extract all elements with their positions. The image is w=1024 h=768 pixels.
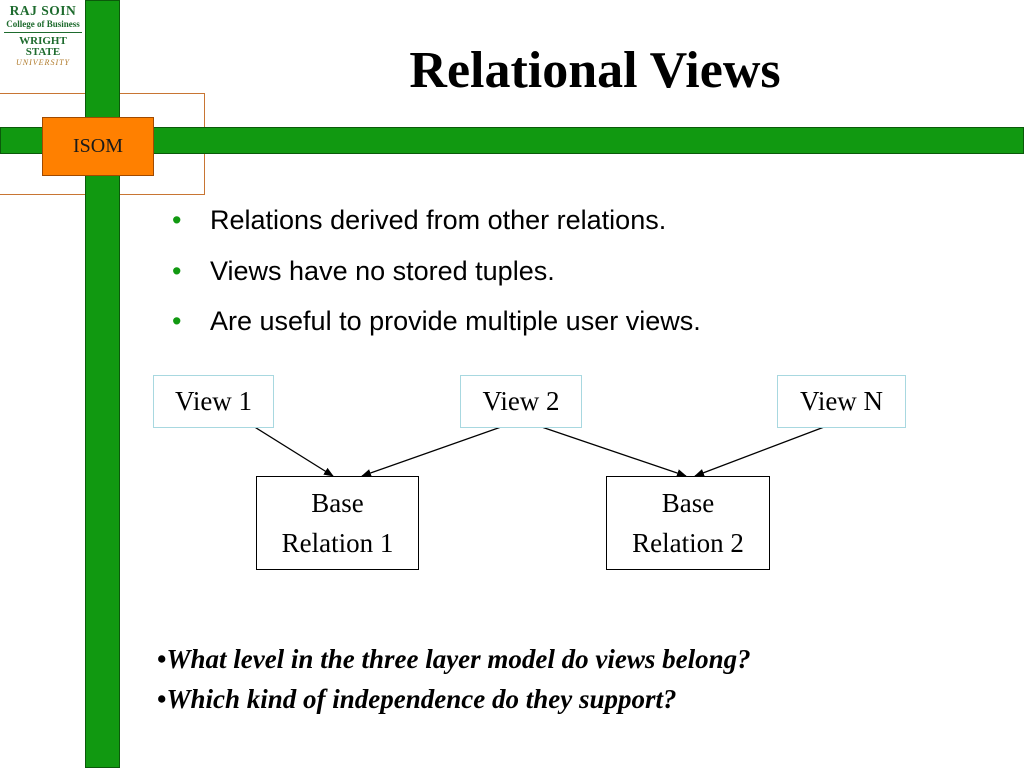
vertical-green-bar [85, 0, 120, 768]
arrow-view2-to-base1 [361, 420, 519, 477]
question-text: What level in the three layer model do v… [166, 644, 751, 674]
isom-badge: ISOM [42, 117, 154, 176]
base-relation-1-line2: Relation 1 [281, 528, 394, 558]
base-relation-2-box: Base Relation 2 [606, 476, 770, 570]
logo-raj-soin: RAJ SOIN [9, 3, 77, 18]
logo-college: College of Business [6, 18, 80, 29]
bullet-text: Views have no stored tuples. [210, 256, 555, 286]
bullet-text: Relations derived from other relations. [210, 205, 667, 235]
bullet-text: Are useful to provide multiple user view… [210, 306, 701, 336]
horizontal-green-bar [0, 127, 1024, 154]
question-text: Which kind of independence do they suppo… [166, 684, 677, 714]
slide-title: Relational Views [409, 42, 781, 99]
question-item: •Which kind of independence do they supp… [157, 684, 676, 715]
question-item: •What level in the three layer model do … [157, 644, 751, 675]
arrow-view2-to-base2 [523, 420, 687, 477]
question-marker: • [157, 644, 167, 674]
view-1-box: View 1 [153, 375, 274, 428]
question-marker: • [157, 684, 167, 714]
base-relation-1-box: Base Relation 1 [256, 476, 419, 570]
logo-university: UNIVERSITY [16, 57, 70, 67]
view-n-box: View N [777, 375, 906, 428]
logo-divider [4, 31, 82, 33]
bullet-item: • Relations derived from other relations. [172, 205, 666, 236]
bullet-item: • Views have no stored tuples. [172, 256, 555, 287]
bullet-item: • Are useful to provide multiple user vie… [172, 306, 701, 337]
base-relation-1-line1: Base [311, 487, 364, 518]
university-logo: RAJ SOIN College of Business WRIGHT STAT… [2, 4, 84, 67]
bullet-marker: • [172, 306, 182, 336]
view-2-box: View 2 [460, 375, 582, 428]
base-relation-2-line2: Relation 2 [632, 528, 744, 558]
arrow-viewN-to-base2 [694, 420, 841, 477]
bullet-marker: • [172, 205, 182, 235]
bullet-marker: • [172, 256, 182, 286]
logo-wright-state: WRIGHT STATE [19, 34, 67, 58]
arrow-view1-to-base1 [244, 420, 334, 477]
base-relation-2-line1: Base [661, 487, 715, 518]
